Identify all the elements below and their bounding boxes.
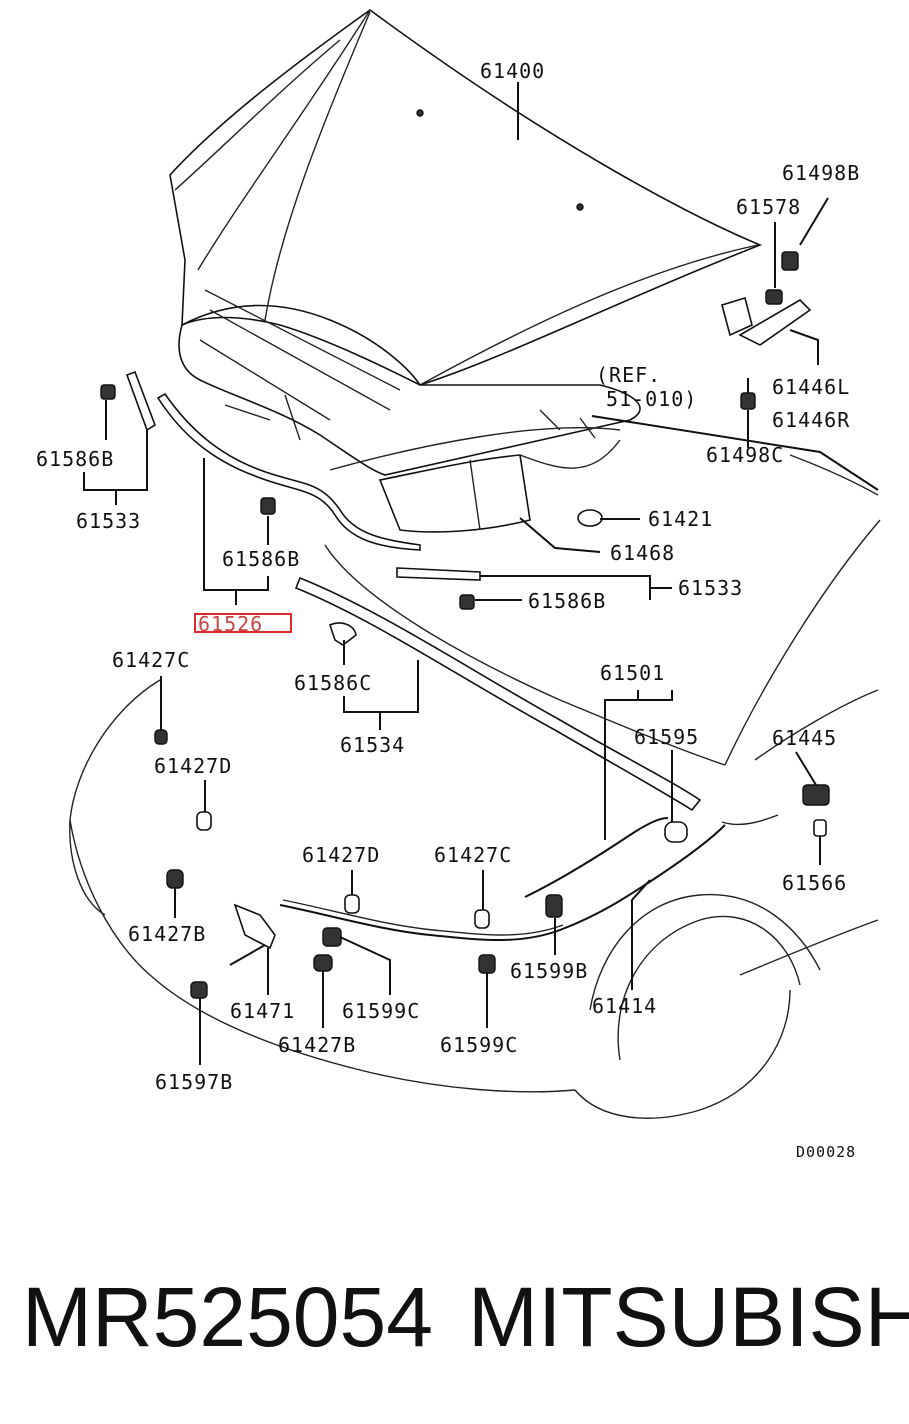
label-61597B: 61597B: [155, 1070, 233, 1094]
label-61498C: 61498C: [706, 443, 784, 467]
label-61400: 61400: [480, 59, 545, 83]
car-body-outline: [69, 454, 881, 1119]
hood-panel: [169, 9, 763, 533]
label-61586B-left: 61586B: [36, 447, 114, 471]
brand-name: MITSUBISHI: [468, 1270, 909, 1364]
label-61599C-right: 61599C: [440, 1033, 518, 1057]
strip-61533-right: [396, 567, 481, 581]
ref-note-line1: (REF.: [596, 363, 661, 387]
label-61599B: 61599B: [510, 959, 588, 983]
ref-note-line2: 51-010): [606, 387, 697, 411]
label-61421: 61421: [648, 507, 713, 531]
label-61427D-left: 61427D: [154, 754, 232, 778]
label-61445: 61445: [772, 726, 837, 750]
label-61599C-left: 61599C: [342, 999, 420, 1023]
label-61427B-left: 61427B: [128, 922, 206, 946]
label-61534: 61534: [340, 733, 405, 757]
label-61446R: 61446R: [772, 408, 850, 432]
label-61526: 61526: [198, 612, 263, 636]
label-61427C-mid: 61427C: [434, 843, 512, 867]
footer: MR525054 MITSUBISHI: [0, 1262, 909, 1372]
label-61498B: 61498B: [782, 161, 860, 185]
label-61566: 61566: [782, 871, 847, 895]
label-61501: 61501: [600, 661, 665, 685]
seal-61534: [294, 576, 702, 812]
label-61533-left: 61533: [76, 509, 141, 533]
release-cables: [279, 784, 830, 941]
label-61427D-mid: 61427D: [302, 843, 380, 867]
part-labels: 61400 61498B 61578 (REF. 51-010) 61446L …: [36, 59, 860, 1161]
highlighted-part-box: [194, 613, 292, 633]
label-61427C-top: 61427C: [112, 648, 190, 672]
label-61578: 61578: [736, 195, 801, 219]
label-61595: 61595: [634, 725, 699, 749]
label-61471: 61471: [230, 999, 295, 1023]
hood-seals: [125, 370, 702, 812]
label-61427B-mid: 61427B: [278, 1033, 356, 1057]
strip-61533-left: [125, 370, 156, 432]
label-61586C: 61586C: [294, 671, 372, 695]
label-61414: 61414: [592, 994, 657, 1018]
seal-61526: [156, 392, 421, 551]
hood-hinge: [721, 251, 812, 410]
label-61468: 61468: [610, 541, 675, 565]
label-61586B-mid: 61586B: [222, 547, 300, 571]
label-61586B-right: 61586B: [528, 589, 606, 613]
part-number: MR525054: [22, 1270, 433, 1364]
label-61533-right: 61533: [678, 576, 743, 600]
label-61446L: 61446L: [772, 375, 850, 399]
diagram-ref-code: D00028: [796, 1143, 856, 1161]
clips-and-grommets: [100, 384, 603, 999]
leader-lines: [83, 82, 879, 1065]
